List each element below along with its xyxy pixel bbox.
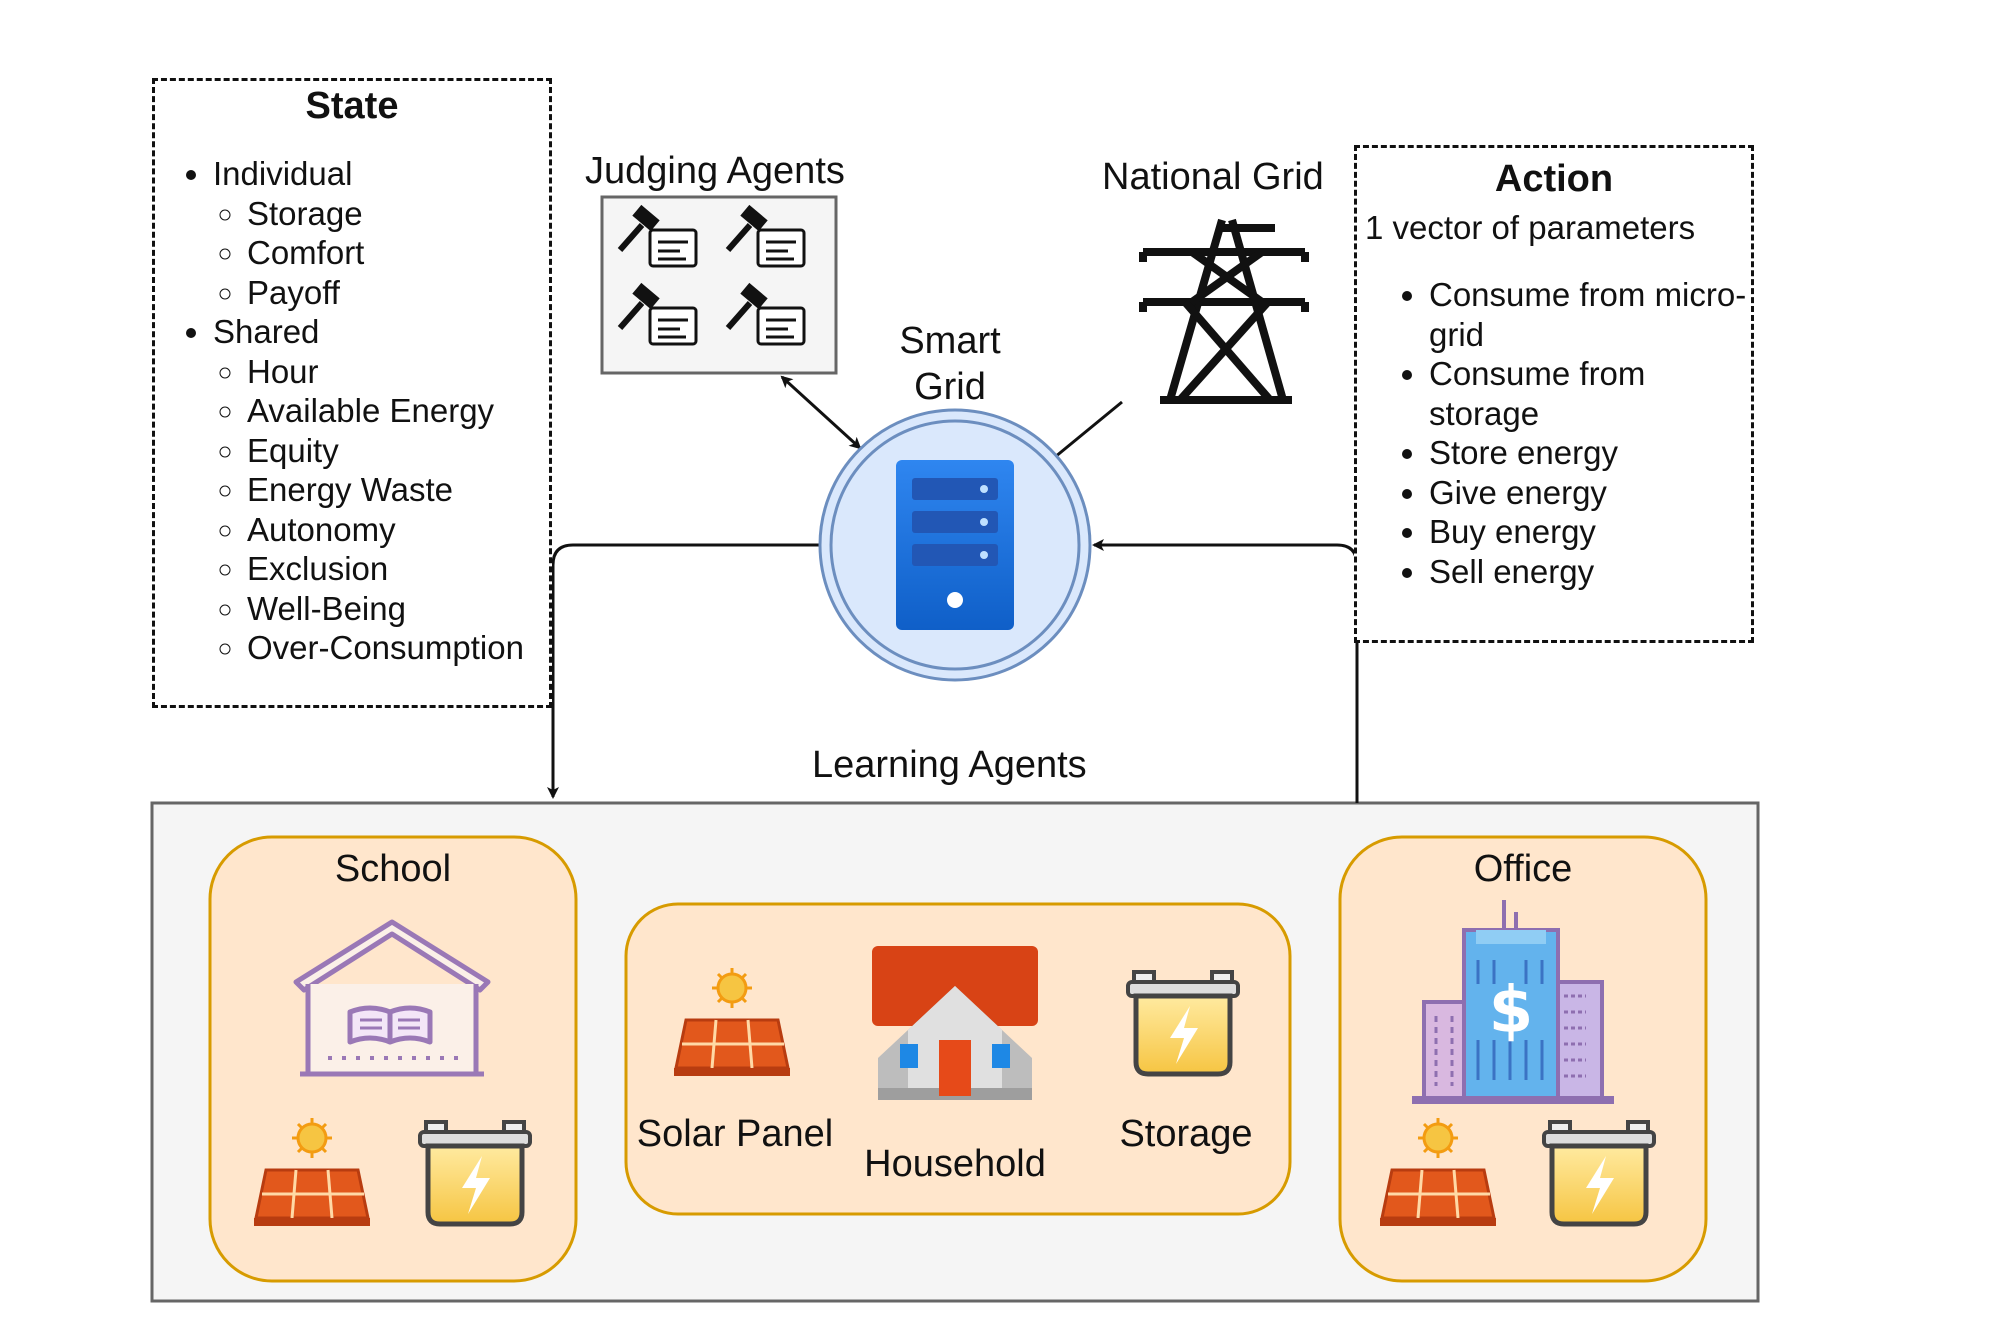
action-item: Buy energy — [1429, 512, 1747, 552]
solar-panel-icon — [674, 968, 790, 1076]
house-icon — [872, 946, 1038, 1100]
action-box: Action 1 vector of parameters Consume fr… — [1354, 145, 1754, 643]
learning-agents-label: Learning Agents — [812, 744, 1087, 786]
connector-judging-smartgrid — [780, 375, 862, 450]
state-list: Individual Storage Comfort Payoff Shared… — [139, 154, 549, 668]
svg-text:$: $ — [1489, 974, 1534, 1048]
state-item: Energy Waste — [247, 470, 549, 510]
gavel-document-icon — [725, 282, 806, 346]
action-item: Consume from micro-grid — [1429, 275, 1747, 354]
state-item: Available Energy — [247, 391, 549, 431]
smart-grid-label: Smart Grid — [880, 318, 1020, 410]
server-icon — [896, 460, 1014, 630]
gavel-document-icon — [617, 204, 698, 268]
state-item: Autonomy — [247, 510, 549, 550]
state-box: State Individual Storage Comfort Payoff … — [152, 78, 552, 708]
judging-agents-label: Judging Agents — [585, 150, 845, 192]
smart-grid-node — [818, 408, 1092, 682]
smart-grid-label-line1: Smart — [899, 320, 1001, 362]
national-grid-label: National Grid — [1102, 156, 1324, 198]
action-item: Store energy — [1429, 433, 1747, 473]
gavel-document-icon — [725, 204, 806, 268]
school-building-icon — [293, 919, 491, 1077]
state-item: Hour — [247, 352, 549, 392]
office-building-icon: $ — [1412, 900, 1614, 1104]
action-item: Sell energy — [1429, 552, 1747, 592]
solar-panel-icon — [1380, 1118, 1496, 1226]
action-item: Consume from storage — [1429, 354, 1747, 433]
smart-grid-label-line2: Grid — [914, 366, 986, 408]
action-item: Give energy — [1429, 473, 1747, 513]
judging-agents-box — [600, 195, 838, 375]
state-title: State — [305, 85, 399, 127]
state-group-individual: Individual Storage Comfort Payoff — [213, 154, 549, 312]
state-item: Payoff — [247, 273, 549, 313]
solar-panel-label: Solar Panel — [636, 1113, 834, 1155]
battery-icon — [418, 1120, 532, 1227]
action-title: Action — [1494, 158, 1614, 200]
state-group-label: Shared — [213, 313, 320, 350]
state-group-label: Individual — [213, 155, 353, 192]
battery-icon — [1126, 970, 1240, 1077]
state-item: Storage — [247, 194, 549, 234]
action-list: Consume from micro-grid Consume from sto… — [1357, 275, 1751, 591]
power-tower-icon — [1139, 218, 1309, 404]
action-subtitle: 1 vector of parameters — [1365, 209, 1696, 246]
gavel-document-icon — [617, 282, 698, 346]
school-label: School — [334, 848, 452, 890]
household-label: Household — [864, 1143, 1046, 1185]
state-item: Equity — [247, 431, 549, 471]
connector-learning-smartgrid — [1092, 539, 1359, 803]
state-item: Well-Being — [247, 589, 549, 629]
connector-national-smartgrid — [1054, 400, 1123, 459]
state-item: Over-Consumption — [247, 628, 549, 668]
solar-panel-icon — [254, 1118, 370, 1226]
battery-icon — [1542, 1120, 1656, 1227]
state-item: Exclusion — [247, 549, 549, 589]
state-item: Comfort — [247, 233, 549, 273]
connector-smartgrid-learning — [547, 543, 820, 799]
storage-label: Storage — [1119, 1113, 1253, 1155]
state-group-shared: Shared Hour Available Energy Equity Ener… — [213, 312, 549, 668]
office-label: Office — [1473, 848, 1573, 890]
